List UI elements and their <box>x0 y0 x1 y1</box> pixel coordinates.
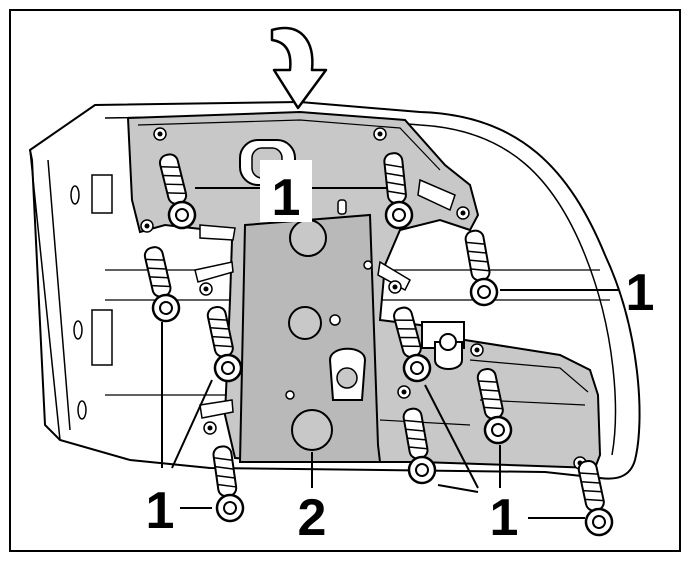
svg-text:1: 1 <box>490 489 519 547</box>
side-bulb <box>434 341 463 370</box>
carrier-slot <box>337 199 347 215</box>
bulb-socket-small <box>329 314 341 326</box>
carrier-bracket <box>417 178 456 212</box>
callout-screw-bottom-right: 1 <box>490 489 519 547</box>
carrier-small-hole <box>363 260 373 270</box>
svg-text:1: 1 <box>626 264 655 322</box>
lamp-housing-inner-edge <box>104 114 617 456</box>
carrier-bracket <box>377 260 411 292</box>
callout-screw-top-center: 1 <box>260 160 312 227</box>
svg-text:1: 1 <box>146 482 175 540</box>
screw-hole <box>388 280 402 294</box>
housing-mount-hole <box>70 185 80 205</box>
bulb-socket <box>288 306 322 340</box>
carrier-bracket <box>199 399 234 419</box>
screw-hole <box>470 343 484 357</box>
lamp-housing-side-wall <box>29 149 71 441</box>
svg-text:2: 2 <box>298 489 327 547</box>
screw-hole <box>199 282 213 296</box>
housing-mount-hole <box>73 320 83 340</box>
carrier-small-hole <box>285 390 295 400</box>
screw-hole <box>373 127 387 141</box>
callout-screw-bottom-left: 1 <box>146 482 175 540</box>
leader-lines <box>161 187 618 519</box>
callout-item-two: 2 <box>298 489 327 547</box>
screw-hole <box>456 206 470 220</box>
curved-down-arrow-icon <box>270 26 328 110</box>
callout-screw-right: 1 <box>626 264 655 322</box>
screw-hole <box>153 127 167 141</box>
bulb-socket-large <box>291 409 333 451</box>
bulb-carrier-rim <box>137 119 441 171</box>
screw-hole <box>397 385 411 399</box>
screw-hole <box>203 421 217 435</box>
carrier-bracket <box>199 224 236 241</box>
svg-text:1: 1 <box>272 169 301 227</box>
housing-clip <box>91 174 113 214</box>
housing-clip <box>91 309 113 366</box>
carrier-bracket <box>194 261 234 283</box>
bulb-holder-keyhole-center <box>336 367 358 389</box>
screw-hole <box>140 219 154 233</box>
housing-mount-hole <box>77 400 87 420</box>
side-bulb-tip <box>439 333 457 351</box>
